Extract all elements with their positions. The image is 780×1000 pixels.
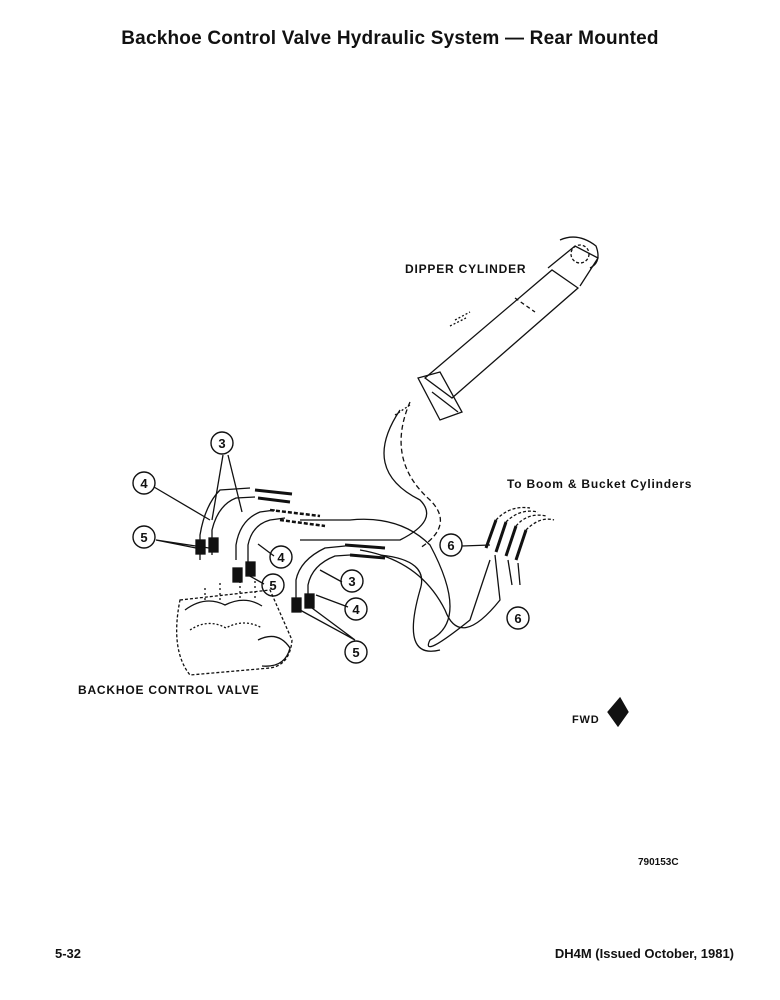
page-title: Backhoe Control Valve Hydraulic System —… bbox=[121, 28, 659, 49]
callout-5-middle: 5 bbox=[261, 573, 285, 597]
callout-4-middle: 4 bbox=[269, 545, 293, 569]
callout-4-lower: 4 bbox=[344, 597, 368, 621]
boom-bucket-label: To Boom & Bucket Cylinders bbox=[507, 477, 693, 491]
svg-text:6: 6 bbox=[447, 538, 454, 553]
svg-text:4: 4 bbox=[352, 602, 360, 617]
manual-reference: DH4M (Issued October, 1981) bbox=[554, 946, 734, 961]
svg-text:5: 5 bbox=[140, 530, 147, 545]
svg-text:6: 6 bbox=[514, 611, 521, 626]
dipper-cylinder-label: DIPPER CYLINDER bbox=[405, 262, 527, 276]
boom-bucket-fittings bbox=[484, 506, 555, 561]
svg-text:4: 4 bbox=[140, 476, 148, 491]
control-valve-body bbox=[176, 580, 293, 676]
figure-id: 790153C bbox=[638, 857, 679, 868]
svg-text:3: 3 bbox=[348, 574, 355, 589]
svg-text:5: 5 bbox=[269, 578, 276, 593]
callout-3-upper: 3 bbox=[210, 431, 234, 455]
control-valve-label: BACKHOE CONTROL VALVE bbox=[78, 683, 260, 697]
callout-5-left: 5 bbox=[132, 525, 156, 549]
page-number: 5-32 bbox=[55, 946, 82, 961]
dipper-cylinder bbox=[394, 236, 599, 421]
callout-5-lower: 5 bbox=[344, 640, 368, 664]
callout-4-left: 4 bbox=[132, 471, 156, 495]
valve-tubes bbox=[199, 487, 386, 608]
fwd-label: FWD bbox=[572, 714, 600, 726]
adapter-fittings bbox=[195, 537, 315, 613]
svg-text:5: 5 bbox=[352, 645, 359, 660]
fwd-arrow-icon bbox=[607, 696, 629, 728]
dipper-hoses bbox=[300, 401, 501, 652]
svg-text:4: 4 bbox=[277, 550, 285, 565]
leader-lines bbox=[153, 454, 521, 641]
callout-6-left: 6 bbox=[439, 533, 463, 557]
callout-3-lower: 3 bbox=[340, 569, 364, 593]
callout-6-bottom: 6 bbox=[506, 606, 530, 630]
svg-text:3: 3 bbox=[218, 436, 225, 451]
